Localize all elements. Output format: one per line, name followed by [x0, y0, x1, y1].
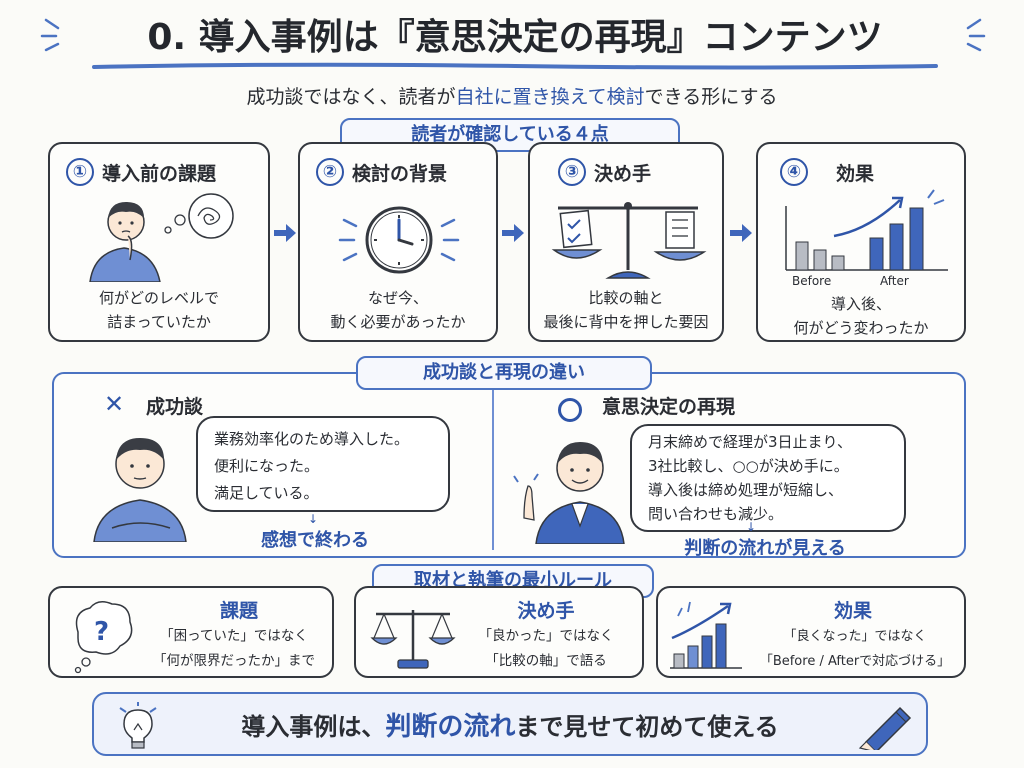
step-4-number: ④ — [780, 158, 808, 186]
rule-1-line-1: 「困っていた」ではなく — [160, 628, 308, 644]
step-2-title: 検討の背景 — [352, 162, 448, 185]
rule-2-text: 「良かった」ではなく 「比較の軸」で語る — [456, 624, 636, 674]
footer-pre: 導入事例は、 — [241, 713, 386, 741]
rule-card-2: 決め手 「良かった」ではなく 「比較の軸」で語る — [354, 586, 644, 678]
footer-highlight: 判断の流れ — [385, 712, 516, 742]
title-underline — [92, 62, 938, 70]
pencil-icon — [858, 706, 912, 750]
subtitle-highlight-2: 検討 — [606, 86, 645, 108]
rule-2-line-2: 「比較の軸」で語る — [485, 653, 607, 669]
right-bubble-line-4: 問い合わせも減少。 — [648, 505, 784, 523]
subtitle: 成功談ではなく、読者が自社に置き換えて検討できる形にする — [0, 82, 1024, 109]
subtitle-post: できる形にする — [644, 86, 778, 108]
subtitle-pre: 成功談ではなく、読者が — [246, 86, 456, 108]
before-after-chart-icon — [785, 189, 948, 271]
footer-post: まで見せて初めて使える — [515, 713, 779, 741]
step-3-header: ③ 決め手 — [558, 158, 651, 186]
rule-card-1: ? 課題 「困っていた」ではなく 「何が限界だったか」まで — [48, 586, 334, 678]
step-2-caption-line-2: 動く必要があったか — [330, 313, 466, 331]
chart-before-label: Before — [792, 274, 832, 288]
clock-icon — [338, 206, 460, 274]
step-4-title: 効果 — [836, 162, 875, 185]
step-3-caption-line-2: 最後に背中を押した要因 — [543, 313, 709, 331]
step-4-caption-line-2: 何がどう変わったか — [793, 319, 929, 337]
question-bubble-icon: ? — [74, 601, 133, 674]
step-1-caption-line-2: 詰まっていたか — [107, 313, 211, 331]
left-speech-bubble: 業務効率化のため導入した。 便利になった。 満足している。 — [196, 416, 450, 512]
arrow-right-icon — [274, 224, 296, 242]
section1-label: 読者が確認している４点 — [340, 118, 680, 152]
cross-mark-icon: ✕ — [104, 390, 125, 418]
step-3-caption-line-1: 比較の軸と — [588, 289, 664, 307]
footer-message: 導入事例は、判断の流れまで見せて初めて使える — [170, 706, 850, 743]
rule-2-line-1: 「良かった」ではなく — [478, 628, 614, 644]
rule-3-text: 「良くなった」ではなく 「Before / Afterで対応づける」 — [746, 624, 964, 674]
page-title: 0. 導入事例は『意思決定の再現』コンテンツ — [147, 17, 883, 58]
chart-after-label: After — [880, 274, 909, 288]
rule-3-title: 効果 — [833, 600, 872, 622]
comparison-divider — [492, 380, 494, 550]
circle-mark-icon — [558, 398, 582, 422]
right-bubble-line-2: 3社比較し、○○が決め手に。 — [648, 457, 849, 475]
right-title: 意思決定の再現 — [602, 396, 736, 418]
left-bubble-line-2: 便利になった。 — [214, 457, 320, 475]
step-card-1: ① 導入前の課題 何がどのレベルで 詰まっていたか — [48, 142, 270, 342]
title-area: 0. 導入事例は『意思決定の再現』コンテンツ — [0, 0, 1024, 80]
sparkle-right-icon — [966, 18, 986, 52]
step-1-header: ① 導入前の課題 — [66, 158, 216, 186]
right-bubble-line-3: 導入後は締め処理が短縮し、 — [648, 481, 844, 499]
left-title: 成功談 — [146, 396, 204, 418]
step-3-caption: 比較の軸と 最後に背中を押した要因 — [530, 286, 722, 334]
rule-3-line-1: 「良くなった」ではなく — [783, 629, 927, 644]
right-bubble-line-1: 月末締めで経理が3日止まり、 — [648, 433, 852, 451]
left-result-arrow: ↓ — [308, 512, 319, 526]
step-2-number: ② — [316, 158, 344, 186]
step-card-4: ④ 効果 Before After 導入後、 何がどう変わったか — [756, 142, 966, 342]
right-speech-bubble: 月末締めで経理が3日止まり、 3社比較し、○○が決め手に。 導入後は締め処理が短… — [630, 424, 906, 532]
left-result: 感想で終わる — [261, 530, 369, 551]
step-3-title: 決め手 — [594, 162, 652, 185]
step-2-caption-line-1: なぜ今、 — [367, 289, 428, 307]
person-arms-crossed-icon — [93, 438, 187, 542]
step-3-number: ③ — [558, 158, 586, 186]
step-card-3: ③ 決め手 比較の軸と 最後に背中を押した要因 — [528, 142, 724, 342]
balance-scale-icon — [370, 610, 456, 669]
footer-banner — [92, 692, 928, 756]
sparkle-left-icon — [40, 18, 60, 52]
step-2-caption: なぜ今、 動く必要があったか — [300, 286, 496, 334]
rule-card-3: 効果 「良くなった」ではなく 「Before / Afterで対応づける」 — [656, 586, 966, 678]
thinking-person-icon — [89, 193, 234, 282]
rule-2-title: 決め手 — [517, 600, 575, 622]
arrow-right-icon — [730, 224, 752, 242]
person-pointing-icon — [513, 442, 625, 544]
step-1-number: ① — [66, 158, 94, 186]
arrow-right-icon — [502, 224, 524, 242]
right-result: 判断の流れが見える — [684, 538, 846, 559]
left-bubble-line-1: 業務効率化のため導入した。 — [214, 430, 410, 448]
rule-1-title: 課題 — [219, 600, 258, 622]
rule-1-line-2: 「何が限界だったか」まで — [153, 653, 315, 669]
svg-text:?: ? — [94, 617, 109, 647]
step-4-caption-line-1: 導入後、 — [830, 295, 891, 313]
balance-scale-icon — [551, 202, 707, 279]
rule-3-line-2: 「Before / Afterで対応づける」 — [759, 654, 951, 669]
step-4-header: ④ 効果 — [780, 158, 874, 186]
lightbulb-icon — [119, 702, 157, 749]
growth-chart-icon — [670, 601, 742, 669]
step-1-caption: 何がどのレベルで 詰まっていたか — [50, 286, 268, 334]
step-1-title: 導入前の課題 — [102, 162, 217, 185]
left-bubble-line-3: 満足している。 — [214, 484, 319, 502]
step-4-caption: 導入後、 何がどう変わったか — [758, 292, 964, 340]
subtitle-highlight-1: 自社に置き換えて — [455, 86, 607, 108]
step-1-caption-line-1: 何がどのレベルで — [98, 289, 219, 307]
rule-1-text: 「困っていた」ではなく 「何が限界だったか」まで — [136, 624, 332, 674]
right-result-arrow: ↓ — [746, 520, 757, 534]
step-2-header: ② 検討の背景 — [316, 158, 447, 186]
section2-label: 成功談と再現の違い — [356, 356, 652, 390]
step-card-2: ② 検討の背景 なぜ今、 動く必要があったか — [298, 142, 498, 342]
